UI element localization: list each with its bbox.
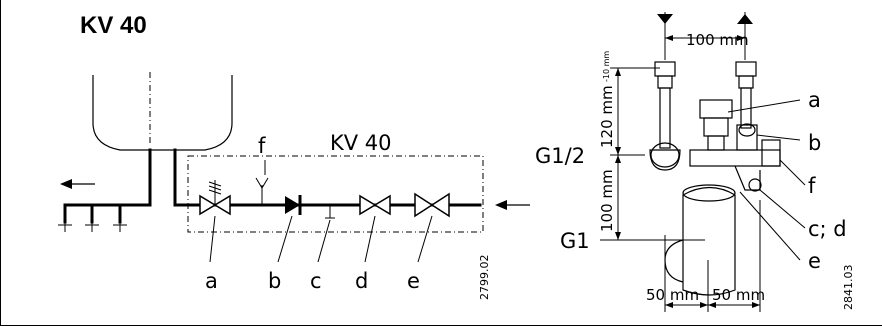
drawing-number-right: 2841.03 <box>842 265 855 311</box>
kv40-unit-box <box>187 155 484 233</box>
detail-label-b: b <box>808 131 821 155</box>
label-c: c <box>310 269 322 293</box>
dim-minus10: -10 mm <box>602 51 611 82</box>
tank <box>58 72 233 232</box>
label-f: f <box>258 134 266 158</box>
dim-100-vertical: 100 mm <box>598 169 616 232</box>
detail-label-f: f <box>808 174 816 198</box>
detail-label-cd: c; d <box>808 217 847 241</box>
detail-label-e: e <box>808 249 821 273</box>
schematic-pipeline <box>173 177 530 219</box>
dim-top: 100 mm <box>686 31 749 49</box>
diagram-title: KV 40 <box>80 12 147 39</box>
detail-assembly <box>649 61 781 296</box>
label-a: a <box>205 269 218 293</box>
label-g-half: G1/2 <box>535 144 585 168</box>
label-e: e <box>407 269 420 293</box>
label-g-one: G1 <box>560 229 590 253</box>
dim-50-left: 50 mm <box>646 286 699 304</box>
dim-50-right: 50 mm <box>712 286 765 304</box>
label-b: b <box>268 269 281 293</box>
drawing-number-left: 2799.02 <box>478 255 491 301</box>
schematic-leaders <box>209 160 433 263</box>
detail-dimensions <box>610 12 761 312</box>
dim-120: 120 mm <box>598 85 616 148</box>
detail-leaders <box>600 99 806 261</box>
label-d: d <box>355 269 368 293</box>
detail-label-a: a <box>808 88 821 112</box>
box-label: KV 40 <box>330 131 392 155</box>
